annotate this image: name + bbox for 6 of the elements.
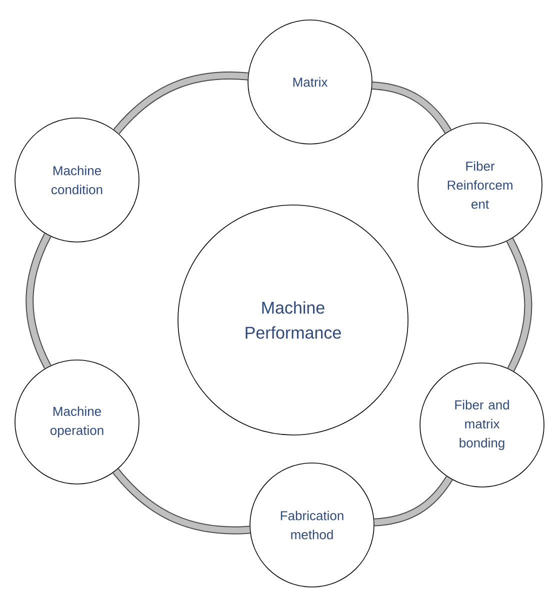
ring-connector: [374, 476, 453, 526]
ring-connector: [26, 233, 52, 369]
ring-connector: [372, 82, 452, 134]
ring-connector: [506, 238, 532, 372]
ring-connector: [112, 468, 250, 534]
ring-connector: [113, 72, 248, 134]
